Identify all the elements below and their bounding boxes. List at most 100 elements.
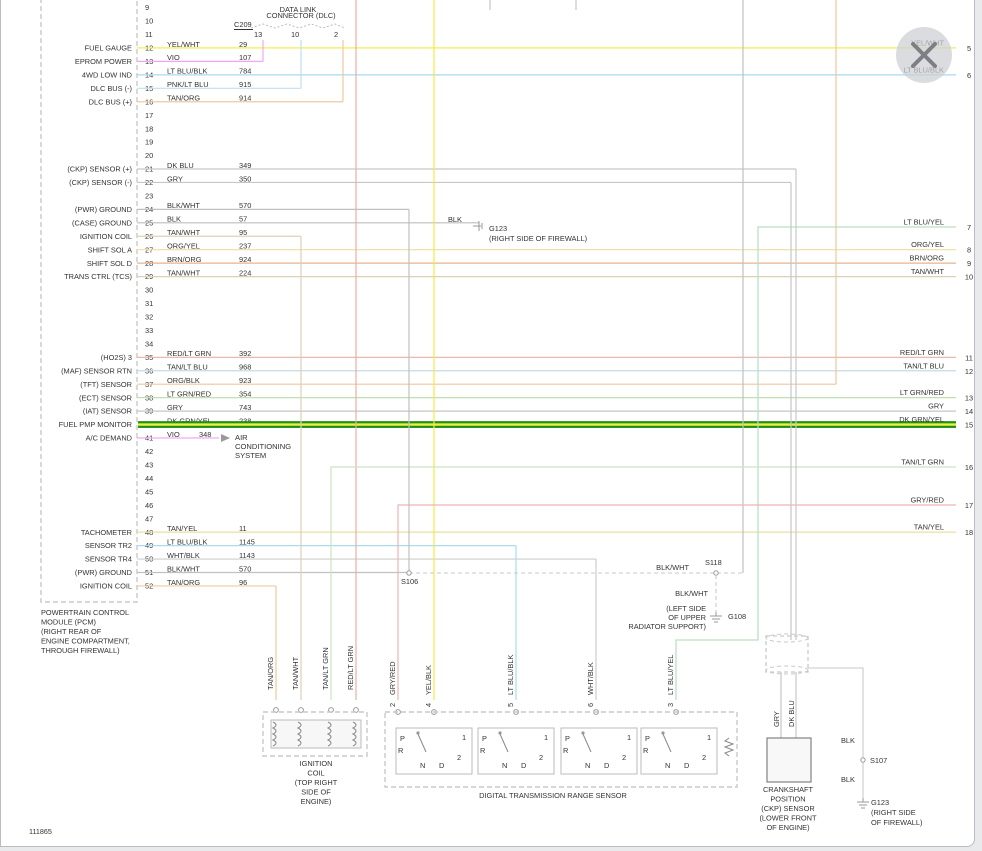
pin-number: 32 [145,313,153,322]
right-ref-number: 16 [965,463,973,472]
pin-label: (IAT) SENSOR [83,407,132,416]
dtr-switch-box [395,727,473,775]
coil-winding-icon [326,721,332,747]
dtr-switch-2: 2 [702,753,706,762]
dtr-contact [661,731,665,735]
pin-number: 43 [145,461,153,470]
dtr-switch-box [560,727,638,775]
right-ref-number: 10 [965,273,973,282]
wire-color-label: TAN/WHT [167,268,201,277]
circuit-number: 924 [239,255,251,264]
pin-label: (CKP) SENSOR (+) [67,165,132,174]
right-ref-number: 7 [967,223,971,232]
wire-color-label: TAN/YEL [167,524,197,533]
pin-number: 9 [145,3,149,12]
pin-label: (PWR) GROUND [75,568,132,577]
g108-location: RADIATOR SUPPORT) [628,622,706,631]
dtr-switch-d: D [684,761,689,770]
pin-number: 31 [145,299,153,308]
pin-label: IGNITION COIL [80,582,132,591]
dtr-switch-2: 2 [539,753,543,762]
dtr-wire-label: GRY/RED [388,661,397,695]
wire-color-label: TAN/ORG [167,578,200,587]
pin-label: TACHOMETER [81,528,132,537]
wire-color-label: BLK/WHT [167,564,200,573]
right-ref-label: TAN/WHT [911,267,945,276]
pin-label: TRANS CTRL (TCS) [64,272,132,281]
pcm-caption: ENGINE COMPARTMENT, [41,637,130,646]
ckp-caption: POSITION [770,795,805,804]
pin-number: 45 [145,487,153,496]
wire-color-label: TAN/ORG [167,94,200,103]
coil-winding-icon [351,721,357,747]
coil-winding-icon [296,721,302,747]
dtr-caption: DIGITAL TRANSMISSION RANGE SENSOR [479,791,627,800]
circuit-number: 96 [239,578,247,587]
dtr-switch-2: 2 [622,753,626,762]
circuit-number: 29 [239,40,247,49]
s107-splice [860,757,866,763]
s118-splice [713,570,719,576]
ground-name: G123 [489,224,507,233]
ckp-caption: (CKP) SENSOR [761,804,814,813]
dtr-pin-label: 5 [506,703,515,707]
pin-label: (ECT) SENSOR [79,393,132,402]
ground-location: (RIGHT SIDE OF FIREWALL) [489,234,587,243]
pin-label: SENSOR TR2 [85,541,132,550]
dlc-pin: 2 [334,30,338,39]
dtr-switch-r: R [563,746,568,755]
pin-label: DLC BUS (+) [89,97,132,106]
dtr-switch-p: P [645,734,650,743]
circuit-number: 743 [239,403,251,412]
wire-color-label: GRY [167,174,183,183]
coil-caption: ENGINE) [301,797,332,806]
pin-label: IGNITION COIL [80,232,132,241]
ckp-shield-top [765,633,809,643]
right-ref-label: LT GRN/RED [900,388,944,397]
wire-pin-40-core [138,423,956,426]
right-ref-label: BRN/ORG [910,254,945,263]
circuit-number: 237 [239,242,251,251]
wire-tan-lt-grn [330,466,956,700]
right-ref-label: GRY/RED [910,496,944,505]
wire-color-label: ORG/BLK [167,376,200,385]
dtr-switch-blade [582,733,592,753]
g123-ground-icon [857,798,869,809]
circuit-number: 1145 [239,537,255,546]
pin-label: (CKP) SENSOR (-) [69,178,132,187]
dtr-switch-blade [417,733,427,753]
pin-label: (CASE) GROUND [72,218,132,227]
g108-wire-label: BLK/WHT [675,589,708,598]
dtr-switch-n: N [420,761,425,770]
dtr-switch-d: D [604,761,609,770]
wire-color-label: LT GRN/RED [167,389,211,398]
g108-label: G108 [728,612,746,621]
dtr-switch-d: D [439,761,444,770]
pin-label: SHIFT SOL D [87,259,132,268]
pin-number: 10 [145,17,153,26]
right-ref-label: ORG/YEL [911,240,944,249]
g108-location: OF UPPER [668,613,706,622]
pin-number: 30 [145,286,153,295]
g123-location: (RIGHT SIDE [871,808,916,817]
dtr-contact [581,731,585,735]
close-button[interactable] [896,27,952,83]
dtr-pin-label: 6 [586,703,595,707]
s107-label: S107 [870,756,887,765]
dtr-wire-label: YEL/BLK [424,665,433,695]
dtr-switch-p: P [400,734,405,743]
pin-number: 11 [145,30,153,39]
pin-label: FUEL PMP MONITOR [59,420,132,429]
pin-label: A/C DEMAND [86,434,132,443]
wire-color-label: PNK/LT BLU [167,80,209,89]
pin-label: DLC BUS (-) [91,84,132,93]
pin-number: 34 [145,339,153,348]
dtr-pin-label: 4 [424,703,433,707]
dtr-outline [384,711,738,788]
right-ref-number: 15 [965,421,973,430]
wire-color-label: VIO [167,430,180,439]
dtr-switch-box [640,727,718,775]
dtr-switch-n: N [502,761,507,770]
s106-splice [406,570,412,576]
